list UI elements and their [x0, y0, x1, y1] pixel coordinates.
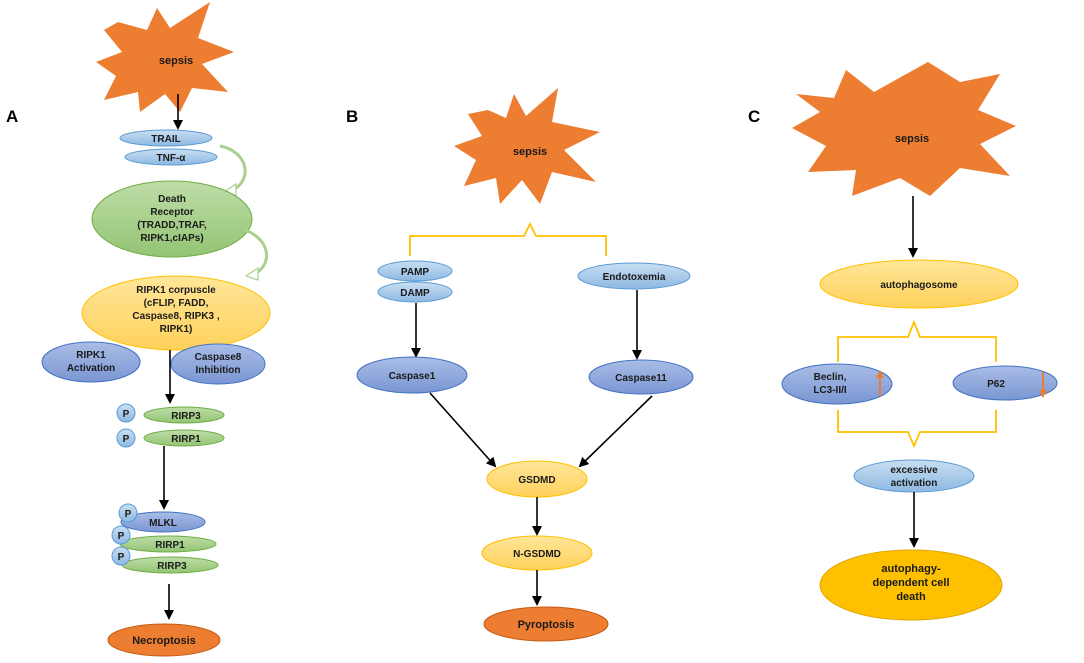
pamp-node	[377, 260, 453, 282]
death-receptor-line-4: RIPK1,cIAPs)	[140, 233, 203, 244]
panel-label-c: C	[748, 107, 760, 126]
mlkl-label: MLKL	[149, 518, 177, 529]
pyroptosis-node	[483, 606, 609, 642]
p62-label: P62	[987, 379, 1005, 390]
ripk1-corpuscle-line-2: (cFLIP, FADD,	[144, 298, 209, 309]
endotoxemia-label: Endotoxemia	[603, 272, 666, 283]
phospho-label-5: P	[118, 552, 125, 563]
ripk1-corpuscle-node	[81, 275, 271, 351]
cell-death-node	[819, 549, 1003, 621]
sepsis-burst-b	[454, 88, 600, 204]
bracket-c-upper	[837, 319, 997, 362]
death-receptor-node	[91, 180, 253, 258]
tnf-node	[124, 148, 218, 166]
caspase1-label: Caspase1	[389, 371, 436, 382]
p62-node	[952, 365, 1058, 401]
sepsis-burst-a	[96, 2, 234, 112]
excessive-activation-line-1: excessive	[890, 465, 938, 476]
caspase1-node	[356, 356, 468, 394]
ripk1-corpuscle-line-3: Caspase8, RIPK3 ,	[132, 311, 219, 322]
beclin-line-1: Beclin,	[814, 372, 847, 383]
excessive-activation-line-2: activation	[891, 478, 938, 489]
cell-death-line-3: death	[896, 591, 926, 603]
phospho-label-3: P	[125, 509, 132, 520]
pyroptosis-label: Pyroptosis	[518, 619, 575, 631]
panel-a: sepsis TRAIL TNF-α Death Receptor (TRADD…	[41, 2, 271, 657]
ripk1-corpuscle-line-4: RIPK1)	[160, 324, 193, 335]
caspase8-inhibition-line-2: Inhibition	[196, 365, 241, 376]
autophagosome-node	[819, 259, 1019, 309]
tnf-label: TNF-α	[157, 153, 187, 164]
phospho-circle-4	[111, 525, 131, 545]
panel-b: sepsis PAMP DAMP Endotoxemia Caspase1 Ca…	[356, 88, 694, 642]
phospho-label-4: P	[118, 531, 125, 542]
ripk1-activation-node	[41, 341, 141, 383]
caspase8-inhibition-line-1: Caspase8	[195, 352, 242, 363]
endotoxemia-node	[577, 262, 691, 290]
trail-node	[119, 129, 213, 147]
beclin-line-2: LC3-II/I	[813, 385, 847, 396]
n-gsdmd-label: N-GSDMD	[513, 549, 561, 560]
death-receptor-line-1: Death	[158, 194, 186, 205]
panel-c: sepsis autophagosome Beclin, LC3-II/I P6…	[781, 62, 1058, 621]
necroptosis-label: Necroptosis	[132, 635, 196, 647]
cell-death-line-2: dependent cell	[872, 577, 949, 589]
sepsis-burst-c	[792, 62, 1016, 196]
arrow-caspase1-gsdmd	[429, 392, 497, 468]
autophagosome-label: autophagosome	[880, 280, 958, 291]
rirp3-label: RIRP3	[171, 411, 201, 422]
death-receptor-line-2: Receptor	[150, 207, 193, 218]
sepsis-label-a: sepsis	[159, 55, 193, 67]
death-receptor-line-3: (TRADD,TRAF,	[137, 220, 207, 231]
ripk1-corpuscle-line-1: RIPK1 corpuscle	[136, 285, 216, 296]
caspase11-node	[588, 359, 694, 395]
caspase11-label: Caspase11	[615, 373, 667, 384]
curved-arrow-1	[219, 144, 247, 192]
bracket-b	[409, 221, 607, 256]
necroptosis-node	[107, 623, 221, 657]
mlkl-node	[120, 511, 206, 533]
phospho-label-1: P	[123, 409, 130, 420]
damp-label: DAMP	[400, 288, 430, 299]
bracket-c-lower	[837, 410, 997, 449]
trail-label: TRAIL	[151, 134, 180, 145]
pamp-label: PAMP	[401, 267, 429, 278]
ripk1-activation-line-1: RIPK1	[76, 350, 106, 361]
rirp1-node	[143, 429, 225, 447]
rirp3-node	[143, 406, 225, 424]
rirp1-label-b: RIRP1	[155, 540, 185, 551]
phospho-circle-2	[116, 428, 136, 448]
sepsis-label-c: sepsis	[895, 133, 929, 145]
phospho-circle-3	[118, 503, 138, 523]
damp-node	[377, 281, 453, 303]
phospho-label-2: P	[123, 434, 130, 445]
arrow-caspase11-gsdmd	[578, 395, 653, 468]
rirp3-label-b: RIRP3	[157, 561, 187, 572]
caspase8-inhibition-node	[170, 343, 266, 385]
phospho-circle-5	[111, 546, 131, 566]
curved-arrow-2-head	[244, 266, 259, 281]
sepsis-label-b: sepsis	[513, 146, 547, 158]
panel-label-b: B	[346, 107, 358, 126]
rirp1-label: RIRP1	[171, 434, 201, 445]
curved-arrow-2	[244, 228, 269, 276]
phospho-circle-1	[116, 403, 136, 423]
panel-label-a: A	[6, 107, 18, 126]
gsdmd-label: GSDMD	[518, 475, 555, 486]
beclin-node	[781, 363, 893, 405]
cell-death-line-1: autophagy-	[881, 563, 941, 575]
ripk1-activation-line-2: Activation	[67, 363, 115, 374]
